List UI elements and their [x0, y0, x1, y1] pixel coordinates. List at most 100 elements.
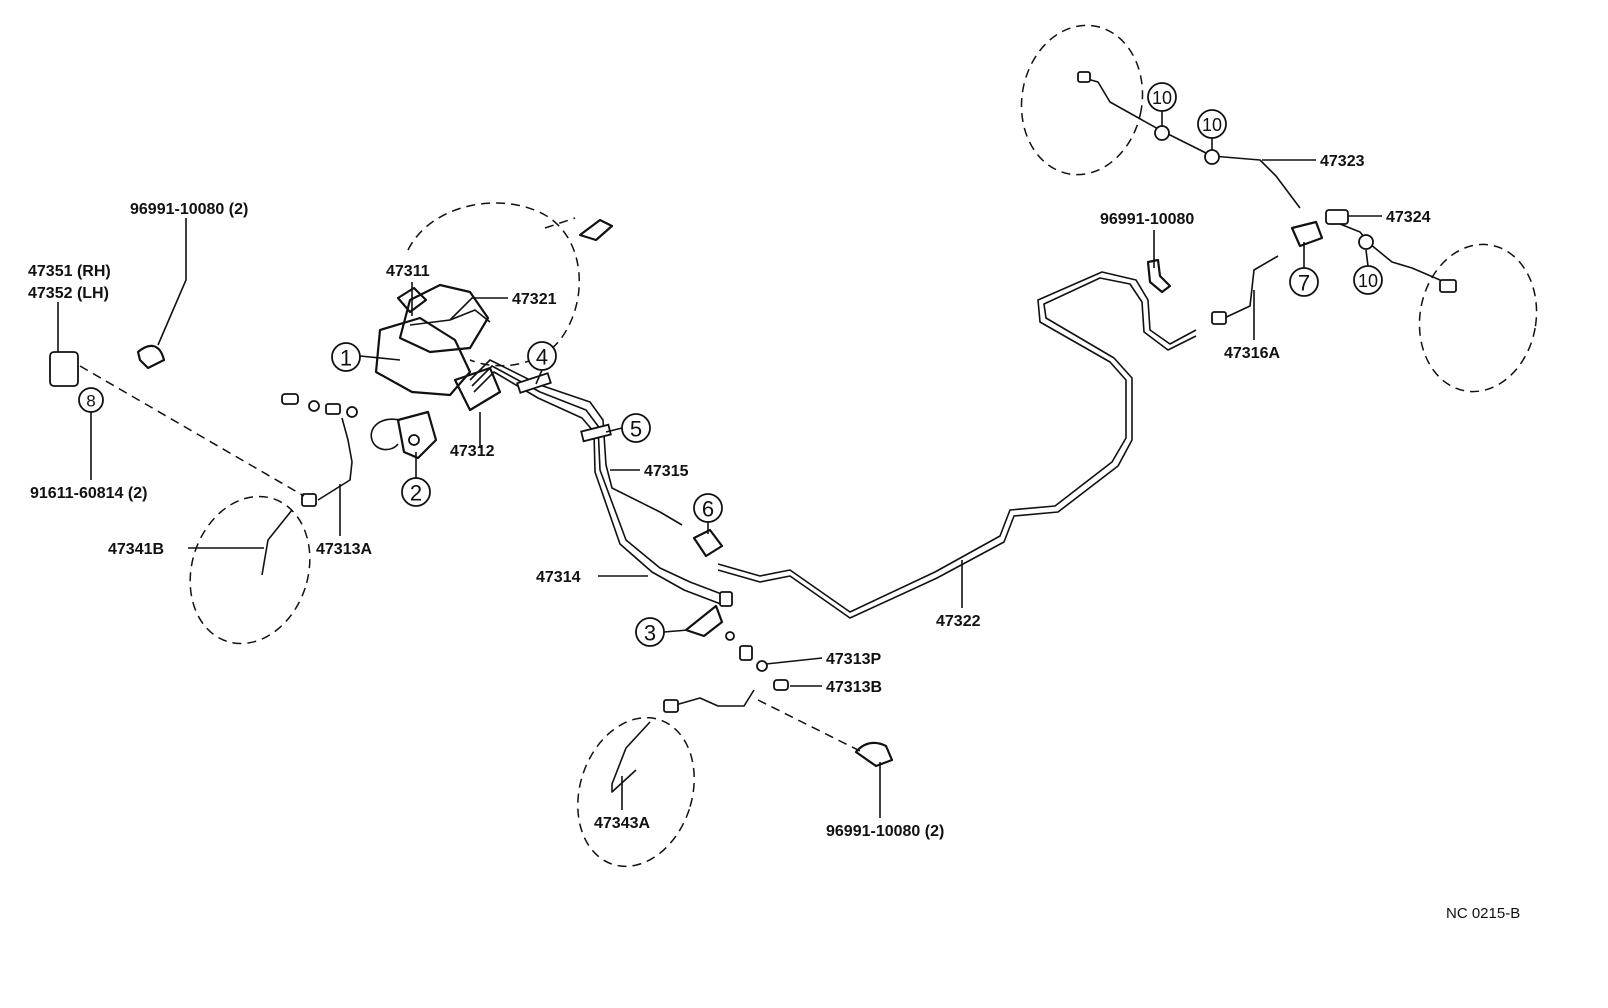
label-47312: 47312 — [450, 443, 495, 460]
joint-10c — [1358, 234, 1374, 250]
label-91611: 91611-60814 (2) — [30, 485, 147, 502]
hose-fitting-fr — [739, 645, 753, 661]
label-47313a: 47313A — [316, 541, 372, 558]
booster-pushrod — [578, 218, 614, 242]
leader-c4 — [535, 369, 543, 385]
brake-pipes — [261, 77, 1457, 793]
callout-2-ring — [401, 477, 431, 507]
drawing-code: NC 0215-B — [1446, 905, 1520, 922]
bolt-fl — [281, 393, 299, 405]
loop-line — [370, 418, 401, 451]
callout-10a-ring — [1147, 82, 1177, 112]
label-47351: 47351 (RH) — [28, 263, 111, 280]
hose-fitting-fl — [301, 493, 317, 507]
leader-lines — [57, 110, 1382, 818]
callout-1-ring — [331, 342, 361, 372]
union-fl — [325, 403, 341, 415]
clip-5 — [580, 423, 612, 443]
pipe-47341b — [261, 509, 293, 576]
label-47352: 47352 (LH) — [28, 285, 109, 302]
union-3 — [719, 591, 733, 607]
leader-47321 — [449, 297, 508, 321]
callout-8-ring — [78, 387, 104, 413]
label-96991-bottom: 96991-10080 (2) — [826, 823, 944, 840]
leader-47313p — [765, 657, 823, 665]
front-right-wheel-outline — [577, 716, 695, 868]
callouts: 1 2 3 4 5 6 7 8 10 10 10 — [78, 82, 1383, 647]
callout-3: 3 — [644, 621, 656, 646]
callout-2: 2 — [410, 481, 422, 506]
reservoir — [396, 286, 428, 314]
mount-dash-fr — [757, 699, 863, 753]
pipe-47313a — [317, 417, 353, 501]
master-cylinder-assembly — [370, 218, 614, 460]
gasket-fl-2 — [346, 406, 358, 418]
label-47324: 47324 — [1386, 209, 1431, 226]
label-47314: 47314 — [536, 569, 581, 586]
fitting-rl — [1077, 71, 1091, 83]
pipe-bundle-a — [469, 359, 683, 526]
pipe-47322-inner — [717, 277, 1197, 619]
clip-4 — [516, 372, 552, 394]
callout-7: 7 — [1298, 271, 1310, 296]
rear-left-wheel-outline — [1020, 24, 1144, 176]
callout-7-ring — [1289, 267, 1319, 297]
callout-4: 4 — [536, 345, 548, 370]
leader-c1 — [359, 355, 401, 361]
joint-10a — [1154, 125, 1170, 141]
hose-fitting-fr-lower — [663, 699, 679, 713]
pipe-bundle-c — [473, 371, 727, 607]
leader-c3 — [663, 629, 689, 633]
mc-bracket — [396, 410, 438, 460]
pipe-47316a — [1219, 255, 1279, 321]
label-47315: 47315 — [644, 463, 689, 480]
label-47323: 47323 — [1320, 153, 1365, 170]
clip-96991-right — [1146, 258, 1172, 294]
label-96991-right: 96991-10080 — [1100, 211, 1194, 228]
leader-c10c — [1365, 249, 1369, 267]
callout-4-ring — [527, 341, 557, 371]
leader-96991-left — [157, 218, 187, 346]
master-cylinder-body — [374, 316, 472, 397]
clip-96991-bottom — [854, 741, 894, 768]
clip-47351 — [49, 351, 79, 387]
label-47343a: 47343A — [594, 815, 650, 832]
callout-6: 6 — [702, 497, 714, 522]
booster-body — [398, 283, 490, 354]
label-47313b: 47313B — [826, 679, 882, 696]
small-parts — [49, 71, 1457, 768]
callout-3-ring — [635, 617, 665, 647]
gasket-3 — [725, 631, 735, 641]
brake-booster-outline — [407, 202, 580, 367]
label-96991-left: 96991-10080 (2) — [130, 201, 248, 218]
joint-10b — [1204, 149, 1220, 165]
pipe-47321 — [409, 309, 491, 326]
fitting-rr — [1439, 279, 1457, 293]
clip-96991-left — [136, 344, 166, 370]
pipe-47343a — [611, 721, 651, 793]
tee-7 — [1290, 220, 1324, 248]
fitting-47316a — [1211, 311, 1227, 325]
rear-right-wheel-outline — [1418, 243, 1538, 393]
front-right-hose — [671, 689, 755, 707]
bracket-3 — [684, 604, 724, 638]
callout-10b-ring — [1197, 109, 1227, 139]
callout-5: 5 — [630, 417, 642, 442]
gasket-fl-1 — [308, 400, 320, 412]
label-47322: 47322 — [936, 613, 981, 630]
fitting-47324 — [1325, 209, 1349, 225]
mount-dash-fl — [79, 365, 305, 497]
bracket-6 — [692, 528, 724, 558]
callout-1: 1 — [340, 346, 352, 371]
label-47313p: 47313P — [826, 651, 881, 668]
label-47316a: 47316A — [1224, 345, 1280, 362]
wheel-outlines — [189, 24, 1538, 868]
booster-stud-outline — [544, 217, 576, 229]
callout-10a: 10 — [1152, 88, 1172, 108]
leader-c5 — [605, 427, 623, 433]
pipe-47324 — [1329, 219, 1457, 289]
label-47341b: 47341B — [108, 541, 164, 558]
callout-10b: 10 — [1202, 115, 1222, 135]
callout-8: 8 — [86, 392, 95, 411]
